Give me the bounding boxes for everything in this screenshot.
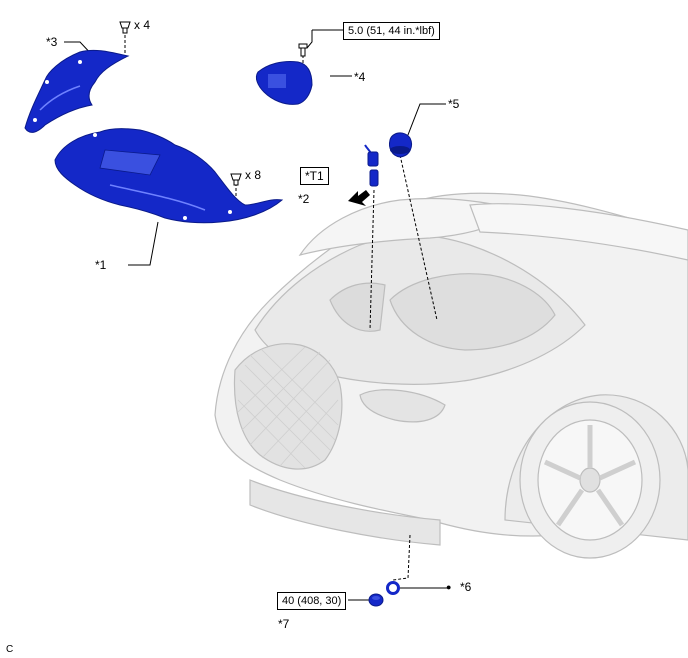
- part-2-sensor: [364, 144, 379, 187]
- figure-code: C: [6, 644, 14, 655]
- part-3-cover: [24, 49, 130, 133]
- part-5-cap: [389, 132, 413, 158]
- clip-icon: [119, 21, 131, 34]
- label-part-2: *2: [298, 192, 310, 206]
- direction-arrow: [348, 190, 370, 206]
- part-7-plug: [368, 593, 384, 607]
- label-part-6: *6: [460, 580, 472, 594]
- non-reusable-bullet: ●: [446, 582, 452, 592]
- torque-spec-bottom: 40 (408, 30): [277, 592, 347, 610]
- label-tool-t1: *T1: [300, 167, 329, 185]
- car-illustration: [214, 192, 688, 559]
- leader-lines: [64, 29, 450, 601]
- label-part-3: *3: [46, 35, 58, 49]
- bolt-icon: [298, 43, 308, 57]
- label-part-7: *7: [278, 617, 290, 631]
- label-part-1: *1: [95, 258, 107, 272]
- label-part-5: *5: [448, 97, 460, 111]
- clip-icon: [230, 173, 242, 186]
- part-6-gasket: [386, 581, 400, 595]
- torque-spec-top: 5.0 (51, 44 in.*lbf): [343, 22, 440, 40]
- label-part-4: *4: [354, 70, 366, 84]
- label-clip-qty-8: x 8: [245, 168, 262, 182]
- label-clip-qty-4: x 4: [134, 18, 151, 32]
